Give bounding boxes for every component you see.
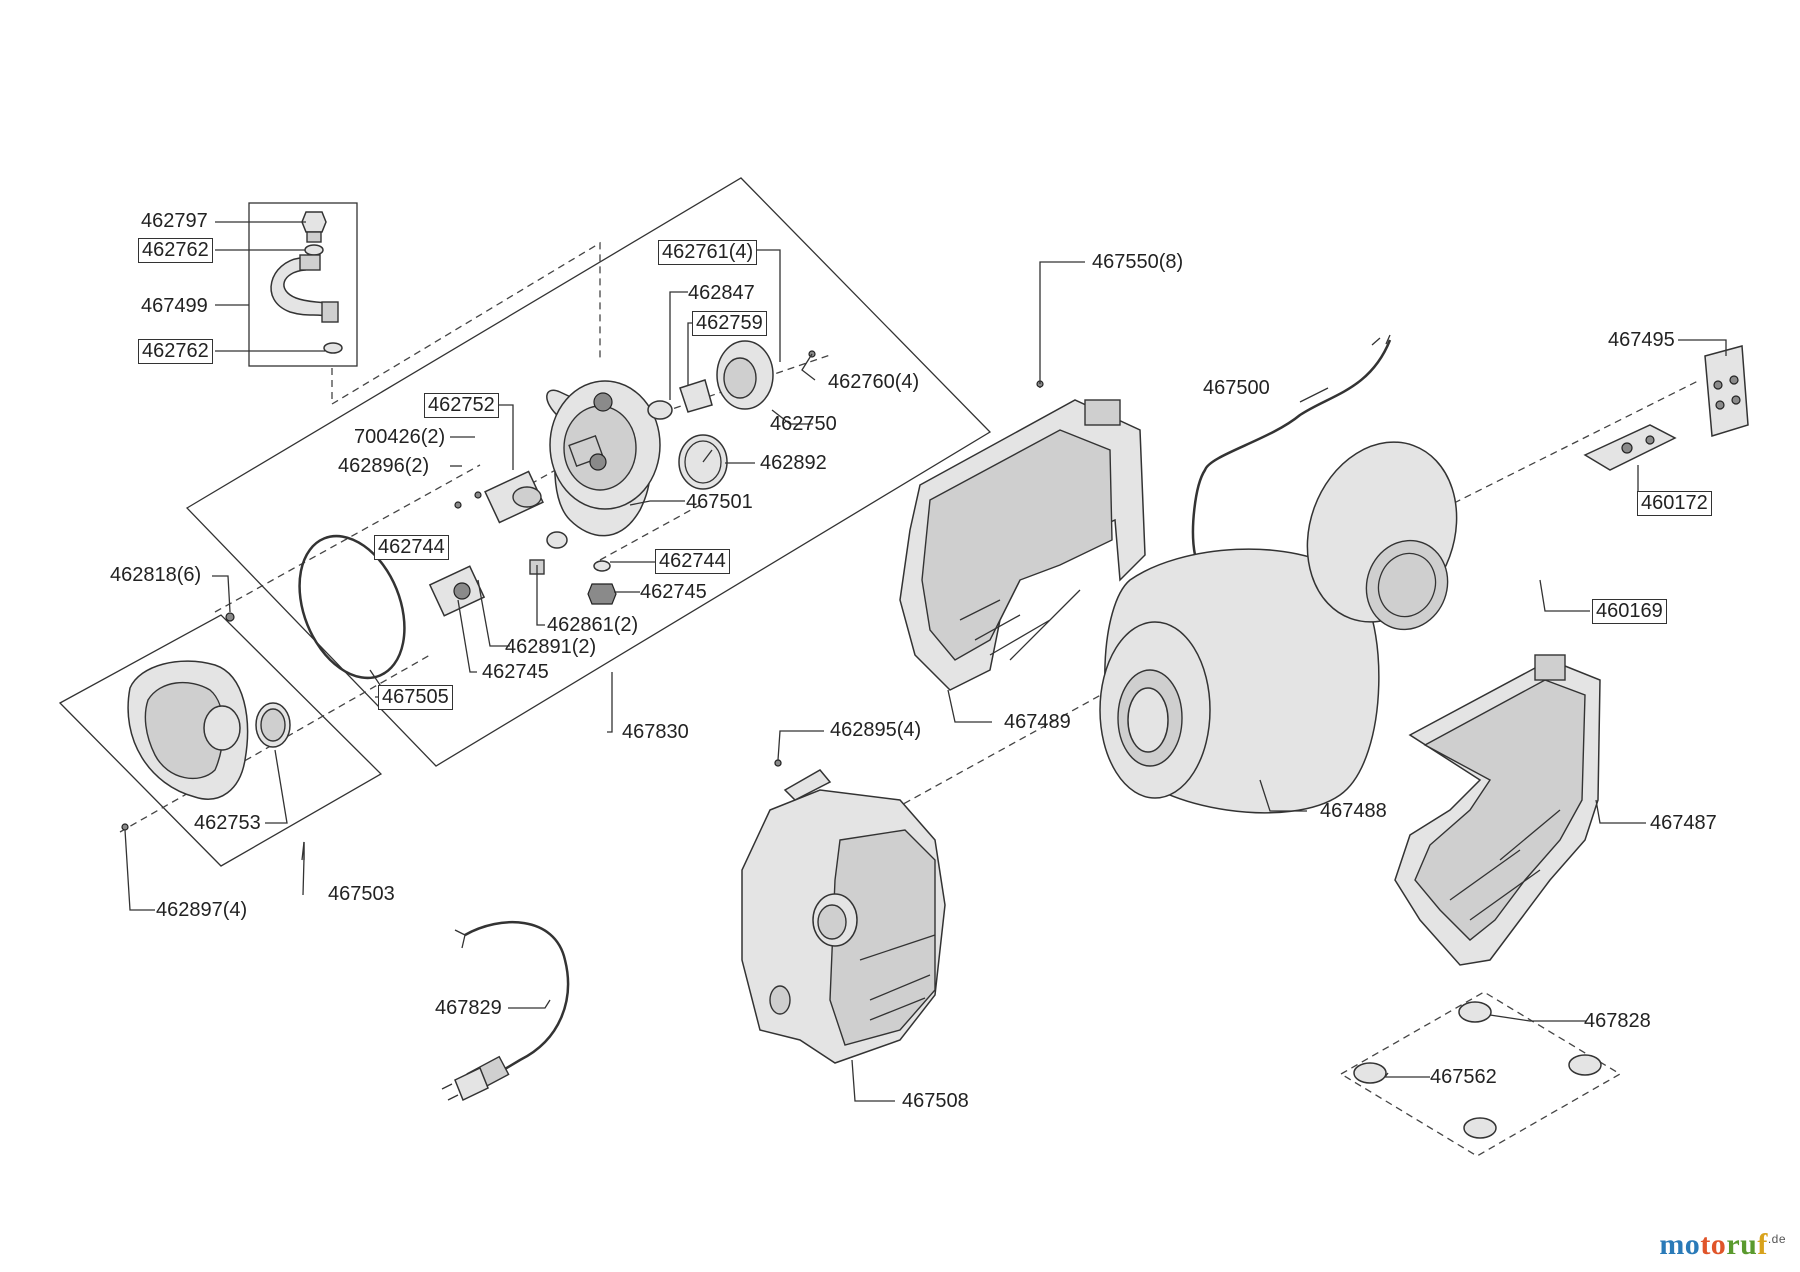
- label-462797: 462797: [141, 210, 208, 232]
- label-462847: 462847: [688, 282, 755, 304]
- membrane: [1306, 441, 1458, 631]
- label-462897: 462897(4): [156, 899, 248, 921]
- pressure-switch: [454, 470, 544, 524]
- label-467828: 467828: [1584, 1010, 1651, 1032]
- label-467489: 467489: [1004, 711, 1071, 733]
- label-462762-bottom: 462762: [138, 339, 213, 364]
- label-462753: 462753: [194, 812, 261, 834]
- label-462750: 462750: [770, 413, 837, 435]
- label-462744-right: 462744: [655, 549, 730, 574]
- pressure-gauge: [678, 434, 728, 490]
- motoruf-logo[interactable]: motoruf.de: [1659, 1228, 1786, 1262]
- label-467500: 467500: [1203, 377, 1270, 399]
- pump-head-group-frame: [185, 177, 992, 767]
- hose: [1191, 339, 1392, 556]
- pressure-tank: [1099, 548, 1380, 814]
- label-467503: 467503: [328, 883, 395, 905]
- label-700426: 700426(2): [354, 426, 446, 448]
- front-cover: [121, 612, 291, 831]
- label-462745-left: 462745: [482, 661, 549, 683]
- label-462744-left: 462744: [374, 535, 449, 560]
- label-467829: 467829: [435, 997, 502, 1019]
- label-467550: 467550(8): [1092, 251, 1184, 273]
- label-462861: 462861(2): [547, 614, 639, 636]
- label-462818: 462818(6): [110, 564, 202, 586]
- motor-shroud: [741, 759, 946, 1064]
- feet-group-frame: [1339, 991, 1622, 1157]
- rubber-feet: [1353, 1001, 1602, 1139]
- label-462760: 462760(4): [828, 371, 920, 393]
- small-fittings: [428, 531, 617, 617]
- front-cover-group-frame: [58, 614, 383, 867]
- label-462752: 462752: [424, 393, 499, 418]
- logo-part-2: to: [1700, 1228, 1727, 1261]
- label-460172: 460172: [1637, 491, 1712, 516]
- label-467505: 467505: [378, 685, 453, 710]
- label-462762-top: 462762: [138, 238, 213, 263]
- label-462895: 462895(4): [830, 719, 922, 741]
- label-467499: 467499: [141, 295, 208, 317]
- label-467562: 467562: [1430, 1066, 1497, 1088]
- logo-suffix: .de: [1767, 1232, 1786, 1246]
- frame-half-front: [1394, 654, 1601, 966]
- label-460169: 460169: [1592, 599, 1667, 624]
- hose-fitting-group-frame: [248, 202, 358, 367]
- frame-half-rear: [899, 399, 1146, 691]
- label-462759: 462759: [692, 311, 767, 336]
- logo-part-4: f: [1757, 1228, 1768, 1261]
- valve-parts: [1583, 345, 1749, 471]
- label-467508: 467508: [902, 1090, 969, 1112]
- label-467501: 467501: [686, 491, 753, 513]
- logo-part-1: mo: [1659, 1228, 1701, 1261]
- label-467495: 467495: [1608, 329, 1675, 351]
- label-462745-right: 462745: [640, 581, 707, 603]
- power-cable: [441, 920, 570, 1102]
- hose-fitting-parts: [270, 211, 343, 354]
- label-467487: 467487: [1650, 812, 1717, 834]
- label-462761: 462761(4): [658, 240, 758, 265]
- o-ring: [298, 534, 406, 680]
- label-467488: 467488: [1320, 800, 1387, 822]
- label-462892: 462892: [760, 452, 827, 474]
- screw-462895: [774, 759, 782, 767]
- pump-cover-parts: [647, 340, 816, 420]
- label-462891: 462891(2): [505, 636, 597, 658]
- fitting-axis: [331, 241, 601, 406]
- label-467830: 467830: [622, 721, 689, 743]
- logo-part-3: ru: [1726, 1228, 1758, 1261]
- pump-housing: [546, 380, 661, 537]
- label-462896: 462896(2): [338, 455, 430, 477]
